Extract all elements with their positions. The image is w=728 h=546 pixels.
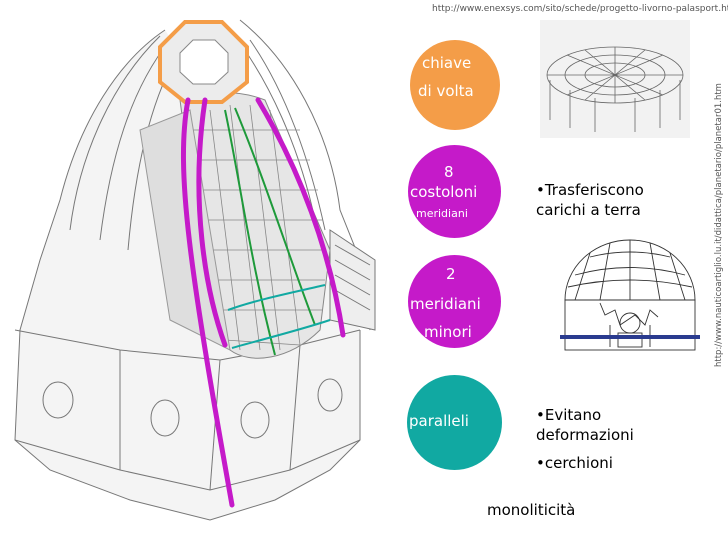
costoloni-sublabel: meridiani: [416, 207, 468, 220]
minori-label: minori: [424, 323, 472, 341]
trasferiscono-line1: •Trasferiscono: [536, 181, 644, 199]
evitano-bullet: •Evitano deformazioni: [536, 405, 634, 445]
chiave-label: chiave: [422, 54, 472, 72]
source-url-side[interactable]: http://www.nauticoartiglio.lu.it/didatti…: [714, 83, 724, 367]
paralleli-label: paralleli: [409, 412, 469, 430]
cerchioni-bullet: •cerchioni: [536, 454, 613, 472]
meridiani-minori-circle: 2 meridiani minori: [408, 255, 501, 348]
costoloni-count: 8: [444, 163, 454, 181]
di-volta-label: di volta: [418, 82, 474, 100]
trasferiscono-bullet: •Trasferiscono carichi a terra: [536, 180, 644, 220]
costoloni-label: costoloni: [410, 183, 478, 201]
geodesic-dome-image: [540, 20, 690, 138]
evitano-line1: •Evitano: [536, 406, 602, 424]
chiave-di-volta-circle: chiave di volta: [410, 40, 500, 130]
source-url-top[interactable]: http://www.enexsys.com/sito/schede/proge…: [432, 4, 728, 14]
monoliticita-label: monoliticità: [487, 501, 576, 519]
evitano-line2: deformazioni: [536, 426, 634, 444]
costoloni-circle: 8 costoloni meridiani: [408, 145, 501, 238]
trasferiscono-line2: carichi a terra: [536, 201, 641, 219]
meridiani-count: 2: [446, 265, 456, 283]
paralleli-circle: paralleli: [407, 375, 502, 470]
meridiani-label: meridiani: [410, 295, 481, 313]
planetarium-dome-image: [560, 235, 700, 355]
cupola-section-drawing: [14, 19, 376, 521]
